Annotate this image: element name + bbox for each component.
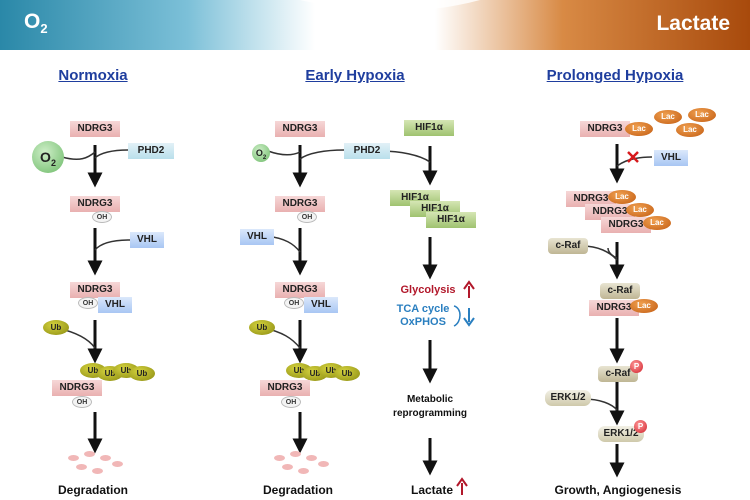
prolonged-erk-free: ERK1/2 [545,390,591,406]
prolonged-lac-bound-2: Lac [630,299,658,313]
glycolysis-label: Glycolysis [400,284,456,296]
header-prolonged-hypoxia: Prolonged Hypoxia [546,67,684,84]
prolonged-ndrg3-bound: NDRG3 [589,300,639,316]
early-ndrg3-2: NDRG3 [275,196,325,212]
normoxia-ndrg3-4: NDRG3 [52,380,102,396]
early-result-lactate: Lactate [410,483,454,497]
banner-lactate-title: Lactate [656,12,730,35]
early-vhl: VHL [240,229,274,245]
banner-o2-title: O2 [24,10,48,37]
normoxia-phd2: PHD2 [128,143,174,159]
normoxia-o2-molecule: O2 [32,141,64,173]
prolonged-lac-stack-2: Lac [626,203,654,217]
normoxia-fragment [68,455,79,461]
tca-bracket [453,305,461,327]
prolonged-ndrg3-stack-1: NDRG3 [566,191,616,207]
normoxia-result-degradation: Degradation [57,483,129,497]
early-fragment [318,461,329,467]
normoxia-ndrg3-1: NDRG3 [70,121,120,137]
normoxia-oh-2: OH [78,297,98,309]
normoxia-fragment [84,451,95,457]
early-fragment [290,451,301,457]
prolonged-ndrg3-stack-2: NDRG3 [585,204,635,220]
early-oh-1: OH [297,211,317,223]
normoxia-fragment [112,461,123,467]
prolonged-lac-bound: Lac [625,122,653,136]
oxphos-label: OxPHOS [400,316,446,328]
block-x-vhl [627,151,639,163]
prolonged-lac-free-3: Lac [676,123,704,137]
early-fragment [306,455,317,461]
early-oh-2: OH [284,297,304,309]
prolonged-erk-phospho: ERK1/2 [598,426,644,442]
oxphos-down-arrow [463,308,475,327]
prolonged-lac-stack-1: Lac [608,190,636,204]
prolonged-lac-stack-3: Lac [643,216,671,230]
early-o2-molecule: O2 [252,144,270,162]
normoxia-fragment [92,468,103,474]
normoxia-ndrg3-3: NDRG3 [70,282,120,298]
early-hif1a: HIF1α [404,120,454,136]
main-arrows [87,144,625,478]
phospho-icon-craf: P [630,360,643,373]
header-normoxia: Normoxia [58,67,128,84]
normoxia-vhl: VHL [130,232,164,248]
early-hif1a-stack-3: HIF1α [426,212,476,228]
early-fragment [274,455,285,461]
normoxia-fragment [76,464,87,470]
early-phd2: PHD2 [344,143,390,159]
phospho-icon-erk: P [634,420,647,433]
early-ub-chain-4: Ub [334,366,360,381]
early-ndrg3-3: NDRG3 [275,282,325,298]
normoxia-ub-free: Ub [43,320,69,335]
early-fragment [282,464,293,470]
title-banner: O2 Lactate [0,0,750,50]
normoxia-fragment [100,455,111,461]
prolonged-ndrg3-1: NDRG3 [580,121,630,137]
prolonged-vhl: VHL [654,150,688,166]
prolonged-craf-bound: c-Raf [600,283,640,299]
prolonged-lac-free-2: Lac [688,108,716,122]
early-oh-3: OH [281,396,301,408]
normoxia-ndrg3-2: NDRG3 [70,196,120,212]
glycolysis-up-arrow [463,280,475,298]
tca-cycle-label: TCA cycle [396,303,450,315]
lactate-up-arrow [456,477,468,495]
normoxia-oh-1: OH [92,211,112,223]
normoxia-oh-3: OH [72,396,92,408]
header-early-hypoxia: Early Hypoxia [305,67,405,84]
early-fragment [298,468,309,474]
banner-background [0,0,750,50]
normoxia-vhl-bound: VHL [98,297,132,313]
early-vhl-bound: VHL [304,297,338,313]
metabolic-reprogramming-label: Metabolic reprogramming [393,394,467,419]
normoxia-ub-chain-4: Ub [129,366,155,381]
prolonged-ndrg3-stack-3: NDRG3 [601,217,651,233]
early-ub-free: Ub [249,320,275,335]
early-ndrg3-4: NDRG3 [260,380,310,396]
prolonged-lac-free-1: Lac [654,110,682,124]
prolonged-result-growth: Growth, Angiogenesis [554,483,682,497]
early-result-degradation: Degradation [262,483,334,497]
prolonged-craf-phospho: c-Raf [598,366,638,382]
early-ndrg3-1: NDRG3 [275,121,325,137]
prolonged-craf-free: c-Raf [548,238,588,254]
